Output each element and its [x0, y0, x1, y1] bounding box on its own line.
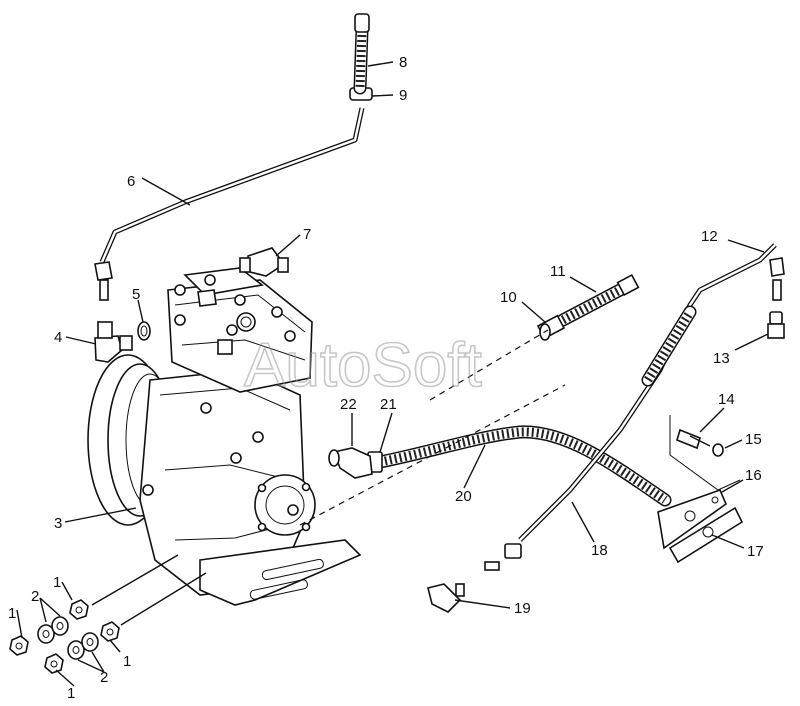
hose-11: [536, 273, 640, 341]
callout-1-c: 1: [123, 653, 131, 670]
callout-17: 17: [747, 543, 764, 560]
callout-10: 10: [500, 289, 517, 306]
pipe-6: [94, 13, 373, 301]
callout-16: 16: [745, 467, 762, 484]
callout-22: 22: [340, 396, 357, 413]
callout-18: 18: [591, 542, 608, 559]
callout-1-b: 1: [53, 574, 61, 591]
flange-assembly: [657, 415, 744, 564]
elbow-fitting-7: [239, 247, 289, 277]
callout-21: 21: [380, 396, 397, 413]
callout-19: 19: [514, 600, 531, 617]
elbow-fitting-4: [94, 321, 151, 363]
callout-8: 8: [399, 54, 407, 71]
callout-3: 3: [54, 515, 62, 532]
elbow-fitting-19: [427, 583, 465, 613]
callout-2-a: 2: [31, 588, 39, 605]
callout-7: 7: [303, 226, 311, 243]
callout-14: 14: [718, 391, 735, 408]
mounting-bolts: [9, 554, 207, 674]
compressor-assembly: [87, 267, 362, 606]
callout-1-a: 1: [8, 605, 16, 622]
hose-20: [328, 425, 672, 507]
callout-4: 4: [54, 329, 62, 346]
alignment-lines: [299, 329, 566, 526]
leader-lines: [16, 61, 769, 687]
fitting-13: [767, 311, 785, 339]
callout-12: 12: [701, 228, 718, 245]
callout-11: 11: [550, 263, 566, 280]
callout-6: 6: [127, 173, 135, 190]
callout-labels: 1 1 1 1 2 2 3 4 5 6 7 8 9 10 11 12 13 14…: [8, 54, 764, 702]
callout-2-b: 2: [100, 669, 108, 686]
callout-13: 13: [713, 350, 730, 367]
callout-1-d: 1: [67, 685, 75, 702]
callout-5: 5: [132, 286, 140, 303]
callout-9: 9: [399, 87, 407, 104]
watermark-text: AutoSoft: [244, 331, 482, 400]
pipe-18: [484, 243, 785, 571]
callout-20: 20: [455, 488, 472, 505]
callout-15: 15: [745, 431, 762, 448]
